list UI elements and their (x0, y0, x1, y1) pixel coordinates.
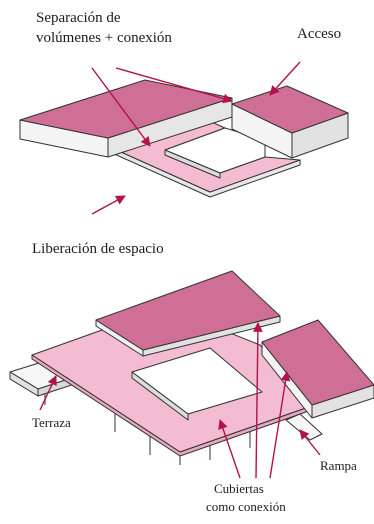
label-separation-line2: volúmenes + conexión (36, 30, 172, 46)
arrow-roofs-2 (252, 322, 263, 479)
label-roofs-line1: Cubiertas (214, 481, 264, 496)
arrow-access (269, 61, 301, 96)
arrow-terrace (39, 375, 57, 411)
courtyard-wall (164, 149, 221, 179)
arrow-roofs-1 (218, 419, 241, 479)
arrow-separation-to-platform (91, 67, 151, 147)
top-volumes-diagram (19, 79, 349, 198)
roof-connection-edge (31, 354, 307, 457)
label-terrace: Terraza (32, 415, 71, 430)
courtyard-wall-bottom (131, 371, 189, 421)
label-roofs-line2: como conexión (206, 499, 286, 514)
upper-volume-roof (95, 270, 281, 351)
bottom-arrows (39, 322, 321, 479)
bottom-volumes-diagram (9, 270, 374, 465)
arrow-free-space (91, 195, 126, 215)
arrow-ramp (299, 429, 321, 456)
right-volume-roof (231, 85, 349, 134)
label-space-release: Liberación de espacio (32, 241, 164, 257)
top-arrows (91, 61, 301, 215)
arrow-separation-to-roof (115, 67, 233, 104)
label-access: Acceso (297, 26, 342, 42)
label-ramp: Rampa (320, 458, 357, 473)
arrow-roofs-3 (269, 371, 291, 479)
label-separation-line1: Separación de (36, 10, 121, 26)
right-volume-bottom-roof (261, 319, 374, 406)
